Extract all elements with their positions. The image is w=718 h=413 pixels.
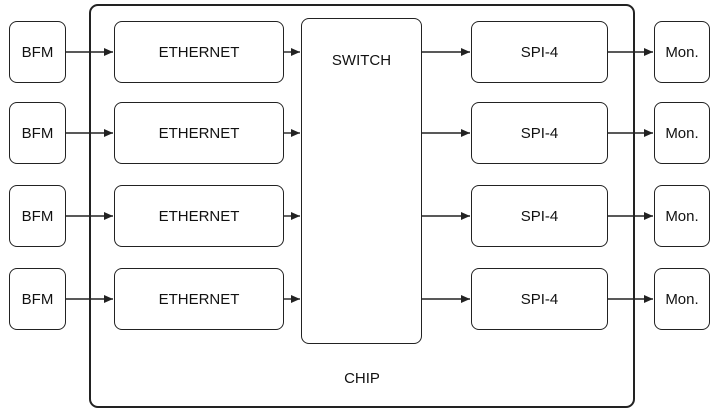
ethernet-block-3: ETHERNET: [114, 185, 284, 247]
monitor-block-1: Mon.: [654, 21, 710, 83]
bfm-block-1: BFM: [9, 21, 66, 83]
spi4-block-2: SPI-4: [471, 102, 608, 164]
switch-block: SWITCH: [301, 18, 422, 344]
spi4-block-4: SPI-4: [471, 268, 608, 330]
ethernet-block-2: ETHERNET: [114, 102, 284, 164]
bfm-block-3: BFM: [9, 185, 66, 247]
chip-label: CHIP: [344, 370, 380, 387]
spi4-block-3: SPI-4: [471, 185, 608, 247]
monitor-block-3: Mon.: [654, 185, 710, 247]
monitor-block-4: Mon.: [654, 268, 710, 330]
bfm-block-4: BFM: [9, 268, 66, 330]
ethernet-block-1: ETHERNET: [114, 21, 284, 83]
monitor-block-2: Mon.: [654, 102, 710, 164]
chip-boundary: [89, 4, 635, 408]
ethernet-block-4: ETHERNET: [114, 268, 284, 330]
switch-label: SWITCH: [331, 52, 392, 69]
spi4-block-1: SPI-4: [471, 21, 608, 83]
bfm-block-2: BFM: [9, 102, 66, 164]
